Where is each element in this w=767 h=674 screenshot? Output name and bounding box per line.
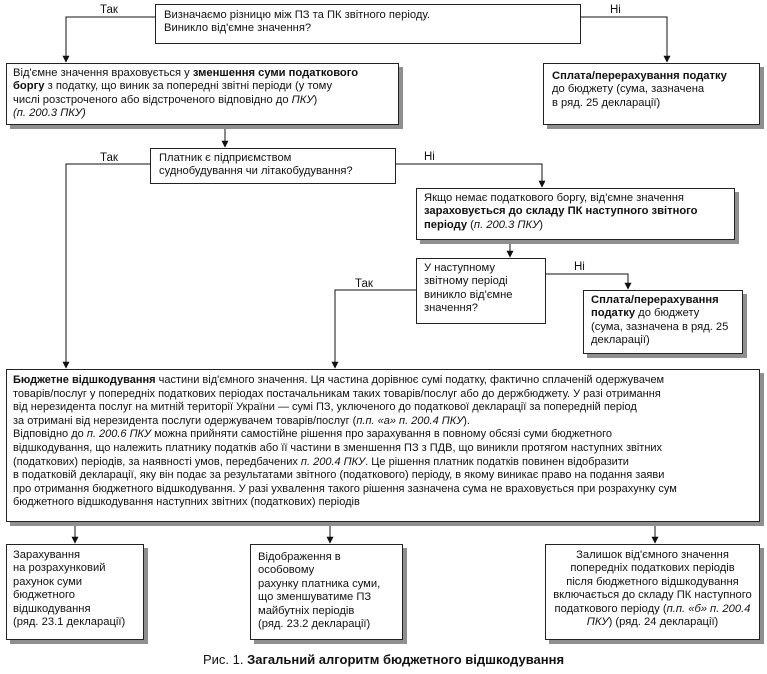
caption-title: Загальний алгоритм бюджетного відшкодува… [247, 652, 565, 667]
arrow-q2-no [395, 163, 546, 188]
q3-no-label: Ні [574, 261, 585, 273]
q3-yes-label: Так [355, 278, 373, 290]
arrow-q1-no [580, 16, 671, 63]
q1-no-label: Ні [610, 4, 621, 16]
output-remainder-next-period: Залишок від'ємного значення попередніх п… [545, 544, 760, 640]
decision-negative-value: Визначаємо різницю між ПЗ та ПК звітного… [155, 4, 581, 44]
credit-next-period-box: Якщо немає податкового боргу, від'ємне з… [416, 188, 735, 240]
caption-prefix: Рис. 1. [202, 652, 248, 667]
output-personal-account: Відображення в особовому рахунку платник… [250, 544, 403, 640]
reduce-tax-debt-box: Від'ємне значення враховується у зменшен… [6, 63, 399, 125]
arrow-q1-yes [62, 16, 155, 63]
q1-line1: Визначаємо різницю між ПЗ та ПК звітного… [164, 9, 430, 21]
budget-refund-box: Бюджетне відшкодування частини від'ємног… [6, 369, 760, 522]
output-credit-to-account: Зарахування на розрахунковий рахунок сум… [6, 544, 144, 640]
arrow-q2-yes [62, 163, 150, 369]
q1-line2: Виникло від'ємне значення? [164, 22, 312, 35]
decision-next-period-negative: У наступному звітному періоді виникло ві… [416, 258, 546, 324]
q2-yes-label: Так [100, 152, 118, 164]
pay-to-budget-box-top: Сплата/перерахування податку до бюджету … [543, 63, 760, 125]
figure-caption: Рис. 1. Загальний алгоритм бюджетного ві… [0, 652, 767, 667]
q2-no-label: Ні [424, 151, 435, 163]
q1-yes-label: Так [100, 4, 118, 16]
decision-shipbuilding: Платник є підприємством суднобудування ч… [150, 148, 396, 184]
arrow-q3-yes [331, 289, 416, 369]
pay-to-budget-box-mid: Сплата/перерахування податку до бюджету … [583, 290, 743, 354]
arrow-q3-no [545, 273, 632, 290]
